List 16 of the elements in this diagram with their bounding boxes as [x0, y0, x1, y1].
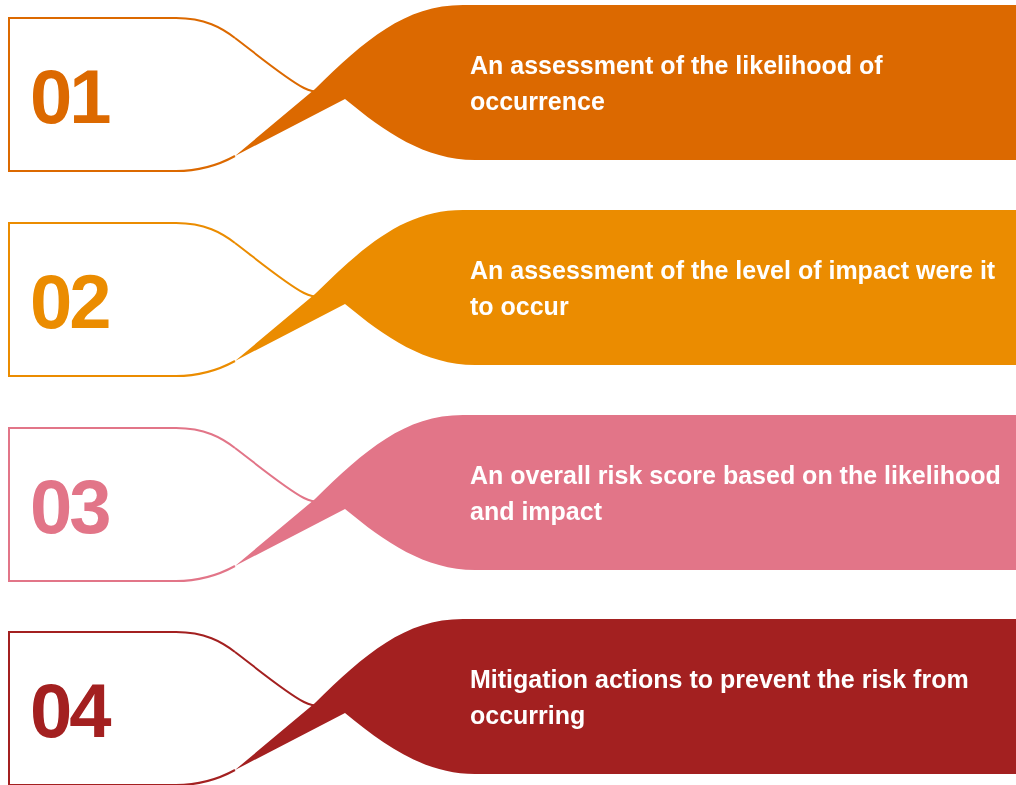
step-description: Mitigation actions to prevent the risk from occurring — [470, 664, 970, 731]
number-tab — [8, 17, 236, 173]
number-tab — [8, 427, 236, 583]
step-description: An overall risk score based on the likelihood and impact — [470, 460, 1002, 527]
ribbon-banner — [235, 5, 1016, 161]
number-tab — [8, 631, 236, 785]
ribbon-banner — [235, 619, 1016, 775]
step-description: An assessment of the likelihood of occurrence — [470, 50, 884, 117]
ribbon-banner — [235, 415, 1016, 571]
step-number: 04 — [30, 673, 109, 749]
step-number: 03 — [30, 469, 109, 545]
step-number: 02 — [30, 264, 109, 340]
step-number: 01 — [30, 59, 109, 135]
step-description: An assessment of the level of impact were it to occur — [470, 255, 997, 322]
number-tab — [8, 222, 236, 378]
ribbon-banner — [235, 210, 1016, 366]
